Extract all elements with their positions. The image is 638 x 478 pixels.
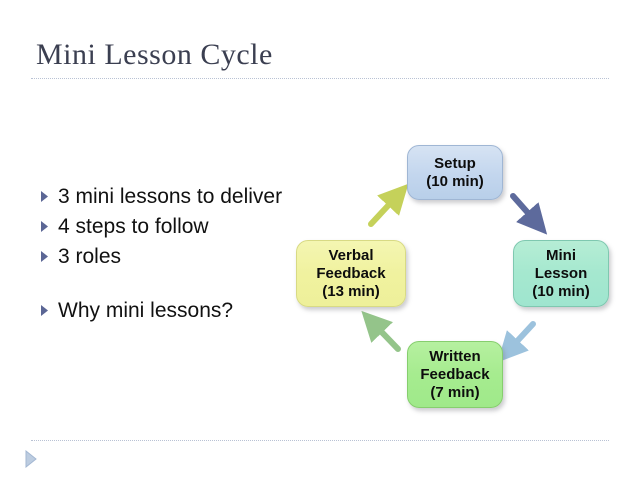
arrow-verbal-to-setup bbox=[368, 183, 409, 227]
cycle-node-setup-line1: Setup bbox=[434, 154, 476, 172]
triangle-right-bullet-icon bbox=[40, 214, 58, 232]
list-item: 3 roles bbox=[40, 244, 300, 270]
list-item-label: 3 roles bbox=[58, 245, 122, 268]
cycle-node-verbal-feedback-line2: Feedback bbox=[316, 264, 386, 282]
list-item: 4 steps to follow bbox=[40, 214, 300, 240]
cycle-node-mini-lesson[interactable]: Mini Lesson (10 min) bbox=[513, 240, 609, 307]
page-title: Mini Lesson Cycle bbox=[36, 38, 273, 71]
cycle-node-mini-lesson-line1: Mini bbox=[546, 246, 576, 264]
cycle-node-setup-line2: (10 min) bbox=[426, 172, 484, 190]
bullet-list: 3 mini lessons to deliver 4 steps to fol… bbox=[40, 184, 300, 328]
list-item: Why mini lessons? bbox=[40, 298, 300, 324]
arrow-written-to-verbal bbox=[361, 310, 401, 352]
cycle-node-written-feedback-line1: Written bbox=[429, 347, 481, 365]
triangle-right-bullet-icon bbox=[40, 184, 58, 202]
arrow-mini-to-written bbox=[497, 321, 536, 363]
list-item-label: 3 mini lessons to deliver bbox=[58, 185, 283, 208]
cycle-node-setup[interactable]: Setup (10 min) bbox=[407, 145, 503, 200]
cycle-node-written-feedback-line3: (7 min) bbox=[430, 383, 480, 401]
list-item-label: 4 steps to follow bbox=[58, 215, 209, 238]
cycle-node-verbal-feedback-line1: Verbal bbox=[328, 246, 374, 264]
list-item-label: Why mini lessons? bbox=[58, 299, 234, 322]
cycle-node-mini-lesson-line3: (10 min) bbox=[532, 282, 590, 300]
footer-divider bbox=[31, 440, 609, 441]
triangle-right-bullet-icon bbox=[40, 298, 58, 316]
cycle-node-verbal-feedback-line3: (13 min) bbox=[322, 282, 380, 300]
cycle-node-written-feedback[interactable]: Written Feedback (7 min) bbox=[407, 341, 503, 408]
mini-lesson-cycle-diagram: Setup (10 min) Mini Lesson (10 min) Writ… bbox=[285, 134, 630, 424]
triangle-right-marker-icon bbox=[24, 450, 40, 470]
arrow-setup-to-mini bbox=[510, 193, 548, 235]
list-item: 3 mini lessons to deliver bbox=[40, 184, 300, 210]
cycle-node-verbal-feedback[interactable]: Verbal Feedback (13 min) bbox=[296, 240, 406, 307]
triangle-right-bullet-icon bbox=[40, 244, 58, 262]
cycle-node-written-feedback-line2: Feedback bbox=[420, 365, 490, 383]
cycle-node-mini-lesson-line2: Lesson bbox=[534, 264, 588, 282]
title-divider bbox=[31, 78, 609, 79]
